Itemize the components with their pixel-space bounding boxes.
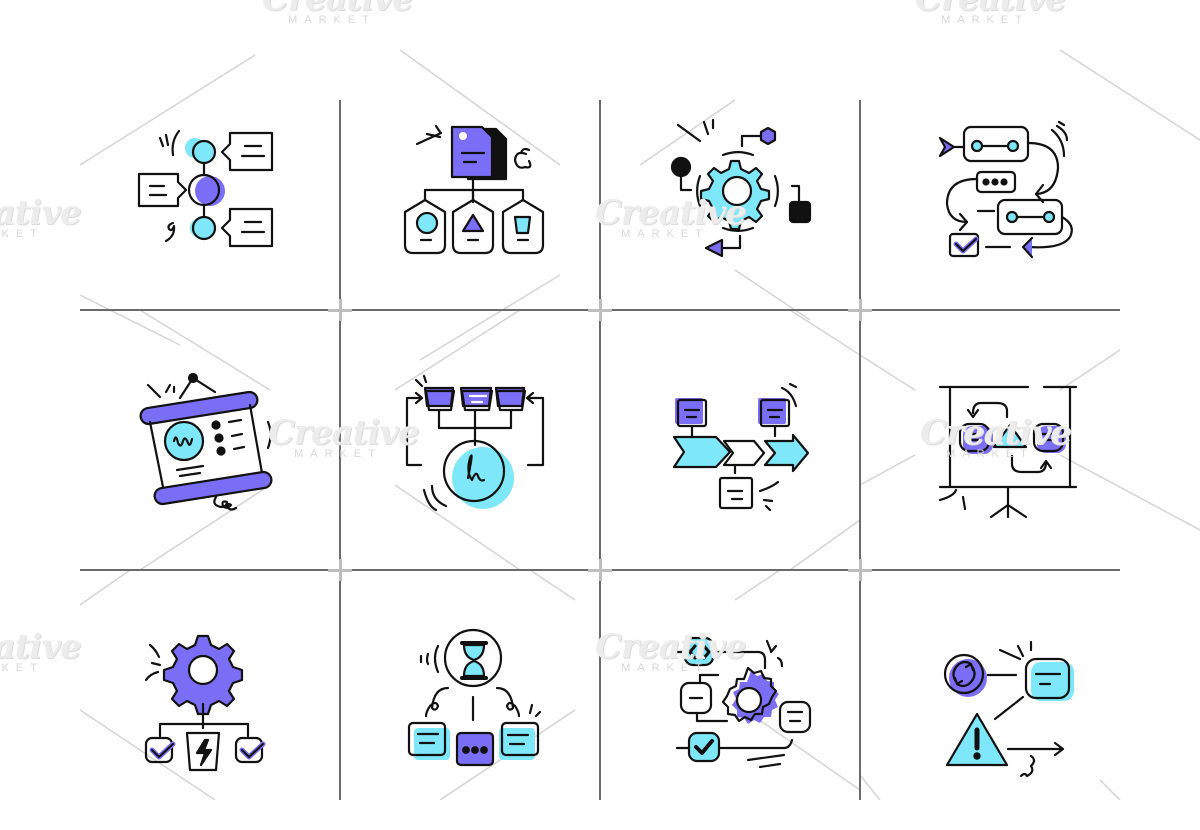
- chevron-process-icon: [672, 382, 810, 512]
- icon-chevron-process: [600, 310, 860, 570]
- grid-line-vertical-2: [599, 100, 601, 800]
- workflow-icon: [938, 120, 1073, 259]
- signature-cycle-icon: [405, 374, 545, 512]
- cross-mark: [339, 559, 342, 581]
- icon-warning-flow: [860, 570, 1120, 830]
- cross-mark: [859, 299, 862, 321]
- icon-scroll-board: [80, 310, 340, 570]
- code-gear-flow-icon: [670, 636, 812, 769]
- gear-process-icon: [670, 118, 812, 258]
- grid-line-vertical-1: [339, 100, 341, 800]
- icon-gear-process: [600, 50, 860, 310]
- icon-document-hierarchy: [340, 50, 600, 310]
- cross-mark: [859, 559, 862, 581]
- icon-flow-steps: [860, 50, 1120, 310]
- icon-presentation-board: [860, 310, 1120, 570]
- warning-flow-icon: [943, 640, 1074, 778]
- watermark-diagonals: [79, 49, 1200, 800]
- cross-mark: [599, 299, 602, 321]
- icon-signature-flow: [340, 310, 600, 570]
- timeline-icon: [137, 129, 274, 248]
- icon-code-gear-flow: [600, 570, 860, 830]
- icon-timeline-nodes: [80, 50, 340, 310]
- presentation-board-icon: [938, 385, 1078, 519]
- icon-hourglass-tasks: [340, 570, 600, 830]
- document-tree-icon: [403, 124, 545, 255]
- scroll-board-icon: [139, 372, 275, 511]
- icon-gear-tasks: [80, 570, 340, 830]
- grid-line-vertical-3: [859, 100, 861, 800]
- icon-sheet: Creative MARKET Creative MARKET Creative…: [0, 0, 1200, 800]
- cross-mark: [599, 559, 602, 581]
- gear-tasks-icon: [144, 634, 266, 772]
- hourglass-tasks-icon: [407, 628, 542, 767]
- cross-mark: [339, 299, 342, 321]
